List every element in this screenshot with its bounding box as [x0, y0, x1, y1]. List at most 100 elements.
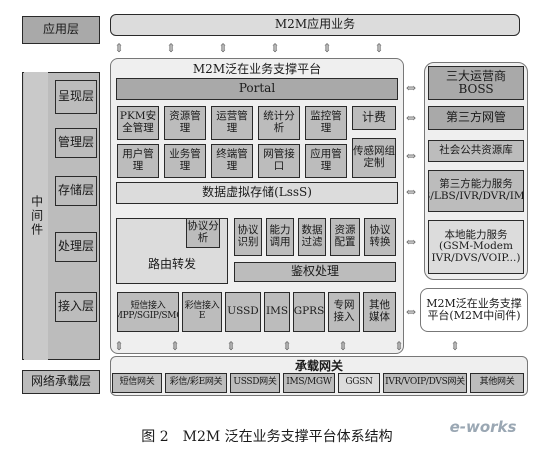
- layer-label: 管理层: [57, 135, 94, 150]
- protocol-analysis: 协议分析: [186, 218, 220, 248]
- m2m-middleware-box: M2M泛在业务支撑平台(M2M中间件): [420, 288, 528, 332]
- app-business-label: M2M应用业务: [274, 17, 356, 32]
- platform-title: M2M泛在业务支撑平台: [192, 62, 322, 76]
- routing-forward: 路由转发: [116, 218, 228, 284]
- gateway-ivr-voip: IVR/VOIP/DVS网关: [383, 373, 467, 393]
- module-label: 传感网组定制: [353, 145, 395, 169]
- module-label: 计费: [361, 110, 386, 125]
- access-label: 专网接入: [333, 299, 355, 323]
- access-label: 其他媒体: [369, 299, 390, 323]
- m2m-app-business: M2M应用业务: [110, 14, 520, 36]
- right-label: 本地能力服务(GSM-Modem IVR/DVS/VOIP...): [431, 228, 521, 264]
- gateway-label: 短信网关: [119, 377, 155, 388]
- third-party-nm: 第三方网管: [428, 106, 524, 130]
- module-label: 协议识别: [237, 224, 259, 248]
- module-label: 协议转换: [369, 224, 391, 248]
- layer-processing: 处理层: [55, 232, 97, 262]
- updown-arrow-icon: ⇕: [114, 339, 125, 353]
- module-label: 网管接口: [263, 148, 295, 172]
- module-monitoring: 监控管理: [305, 106, 347, 140]
- gateway-label: IVR/VOIP/DVS网关: [385, 377, 465, 388]
- watermark-logo: e-works: [449, 418, 517, 436]
- module-label: 资源配置: [334, 224, 356, 248]
- module-sensor-group: 传感网组定制: [352, 138, 396, 178]
- leftright-arrow-icon: ⇔: [406, 111, 417, 125]
- gateway-ims-mgw: IMS/MGW: [283, 373, 335, 393]
- network-layer-label: 网络承载层: [30, 374, 91, 389]
- capability-call: 能力调用: [266, 218, 294, 256]
- gateway-sms: 短信网关: [112, 373, 162, 393]
- updown-arrow-icon: ⇕: [450, 339, 461, 353]
- access-ussd: USSD: [225, 292, 261, 332]
- layer-presentation: 呈现层: [55, 80, 97, 114]
- auth-label: 鉴权处理: [290, 264, 339, 279]
- module-statistics: 统计分析: [258, 106, 300, 140]
- updown-arrow-icon: ⇕: [338, 339, 349, 353]
- layer-label: 呈现层: [57, 89, 94, 104]
- layer-label: 存储层: [57, 183, 94, 198]
- protocol-identify: 协议识别: [234, 218, 262, 256]
- access-label: USSD: [227, 305, 259, 318]
- gateway-other: 其他网关: [470, 373, 524, 393]
- layer-access: 接入层: [55, 292, 97, 322]
- access-other-media: 其他媒体: [363, 292, 396, 332]
- right-label: 三大运营商BOSS: [445, 68, 506, 96]
- module-label: 监控管理: [310, 110, 342, 134]
- boss-box: 三大运营商BOSS: [428, 66, 524, 100]
- updown-arrow-icon: ⇕: [218, 41, 229, 55]
- gateway-label: GGSN: [345, 377, 373, 388]
- module-user-mgmt: 用户管理: [117, 144, 159, 178]
- access-sms: 短信接入(CMPP/SGIP/SMGP): [117, 292, 179, 332]
- access-label: IMS: [265, 305, 289, 318]
- layer-label: 处理层: [57, 239, 94, 254]
- right-label: 第三方网管: [445, 110, 506, 125]
- access-private-net: 专网接入: [328, 292, 360, 332]
- gateway-label: IMS/MGW: [286, 377, 332, 388]
- module-billing: 计费: [352, 106, 396, 130]
- protocol-convert: 协议转换: [364, 218, 396, 256]
- module-label: 数据过滤: [301, 224, 323, 248]
- updown-arrow-icon: ⇕: [282, 339, 293, 353]
- updown-arrow-icon: ⇕: [322, 41, 333, 55]
- module-nm-interface: 网管接口: [258, 144, 300, 178]
- module-label: 终端管理: [216, 148, 248, 172]
- leftright-arrow-icon: ⇔: [406, 81, 417, 95]
- module-resource-mgmt: 资源管理: [164, 106, 206, 140]
- public-resource-lib: 社会公共资源库: [428, 140, 524, 162]
- module-terminal-mgmt: 终端管理: [211, 144, 253, 178]
- module-label: 统计分析: [263, 110, 295, 134]
- gateway-label: USSD网关: [233, 377, 277, 388]
- gateway-label: 其他网关: [479, 377, 515, 388]
- local-capability: 本地能力服务(GSM-Modem IVR/DVS/VOIP...): [428, 220, 524, 274]
- module-label: 应用管理: [310, 148, 342, 172]
- module-pkm-security: PKM安全管理: [117, 106, 159, 140]
- middleware-label-box: 中间件: [24, 72, 48, 360]
- app-layer-label: 应用层: [42, 22, 79, 37]
- gateway-mms: 彩信/彩E网关: [165, 373, 227, 393]
- gateway-ggsn: GGSN: [338, 373, 380, 393]
- access-label: 彩信接入E: [184, 301, 220, 321]
- module-label: 业务管理: [169, 148, 201, 172]
- access-mms: 彩信接入E: [182, 292, 222, 332]
- module-app-mgmt: 应用管理: [305, 144, 347, 178]
- leftright-arrow-icon: ⇔: [406, 149, 417, 163]
- updown-arrow-icon: ⇕: [166, 41, 177, 55]
- leftright-arrow-icon: ⇔: [406, 185, 417, 199]
- resource-config: 资源配置: [330, 218, 360, 256]
- middleware-label: 中间件: [29, 195, 44, 237]
- module-label: 资源管理: [169, 110, 201, 134]
- module-operation-mgmt: 运营管理: [211, 106, 253, 140]
- updown-arrow-icon: ⇕: [394, 339, 405, 353]
- app-layer-box: 应用层: [22, 16, 100, 44]
- portal-bar: Portal: [116, 78, 398, 100]
- updown-arrow-icon: ⇕: [270, 41, 281, 55]
- updown-arrow-icon: ⇕: [114, 41, 125, 55]
- gateway-label: 彩信/彩E网关: [169, 377, 223, 388]
- access-gprs: GPRS: [293, 292, 325, 332]
- third-party-capability: 第三方能力服务(GIS/LBS/IVR/DVR/IMS...): [428, 170, 524, 212]
- layer-storage: 存储层: [55, 176, 97, 206]
- module-label: PKM安全管理: [119, 110, 157, 134]
- access-ims: IMS: [264, 292, 290, 332]
- figure-caption: 图 2 M2M 泛在业务支撑平台体系结构: [141, 429, 393, 445]
- updown-arrow-icon: ⇕: [226, 339, 237, 353]
